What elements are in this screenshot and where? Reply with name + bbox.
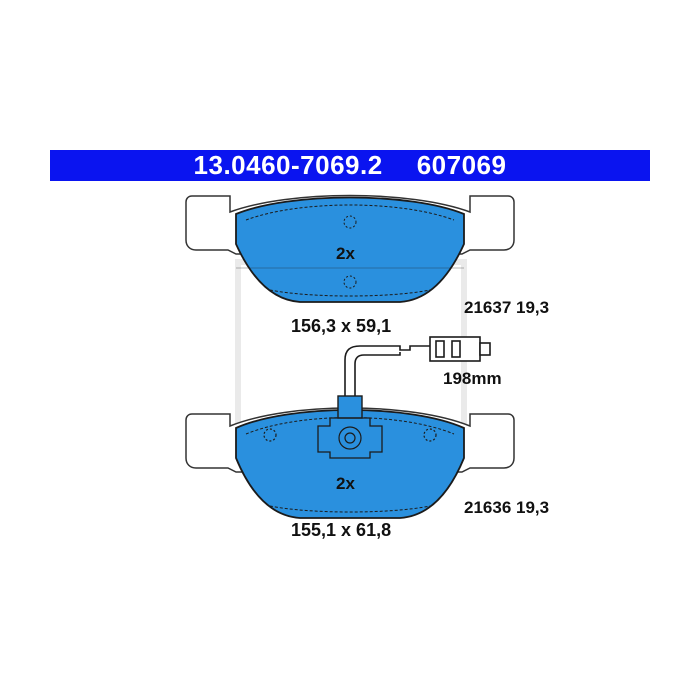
lower-friction-lining xyxy=(235,409,465,519)
lower-reference: 21636 19,3 xyxy=(464,498,550,517)
header-bar: 13.0460-7069.2 607069 xyxy=(50,150,650,181)
lower-pad xyxy=(185,395,515,519)
lower-pin-icon xyxy=(263,426,437,450)
upper-pad xyxy=(185,194,515,303)
upper-pin-icon xyxy=(343,215,357,289)
upper-reference: 21637 19,3 xyxy=(464,298,550,317)
part-number: 13.0460-7069.2 xyxy=(193,150,383,180)
lower-dimensions: 155,1 x 61,8 xyxy=(291,520,392,540)
upper-quantity: 2x xyxy=(336,244,355,263)
lower-quantity: 2x xyxy=(336,474,355,493)
upper-friction-lining xyxy=(235,196,465,303)
upper-dimensions: 156,3 x 59,1 xyxy=(291,316,392,336)
short-number: 607069 xyxy=(416,150,507,180)
wear-sensor-icon xyxy=(344,336,491,396)
sensor-length: 198mm xyxy=(443,369,502,388)
